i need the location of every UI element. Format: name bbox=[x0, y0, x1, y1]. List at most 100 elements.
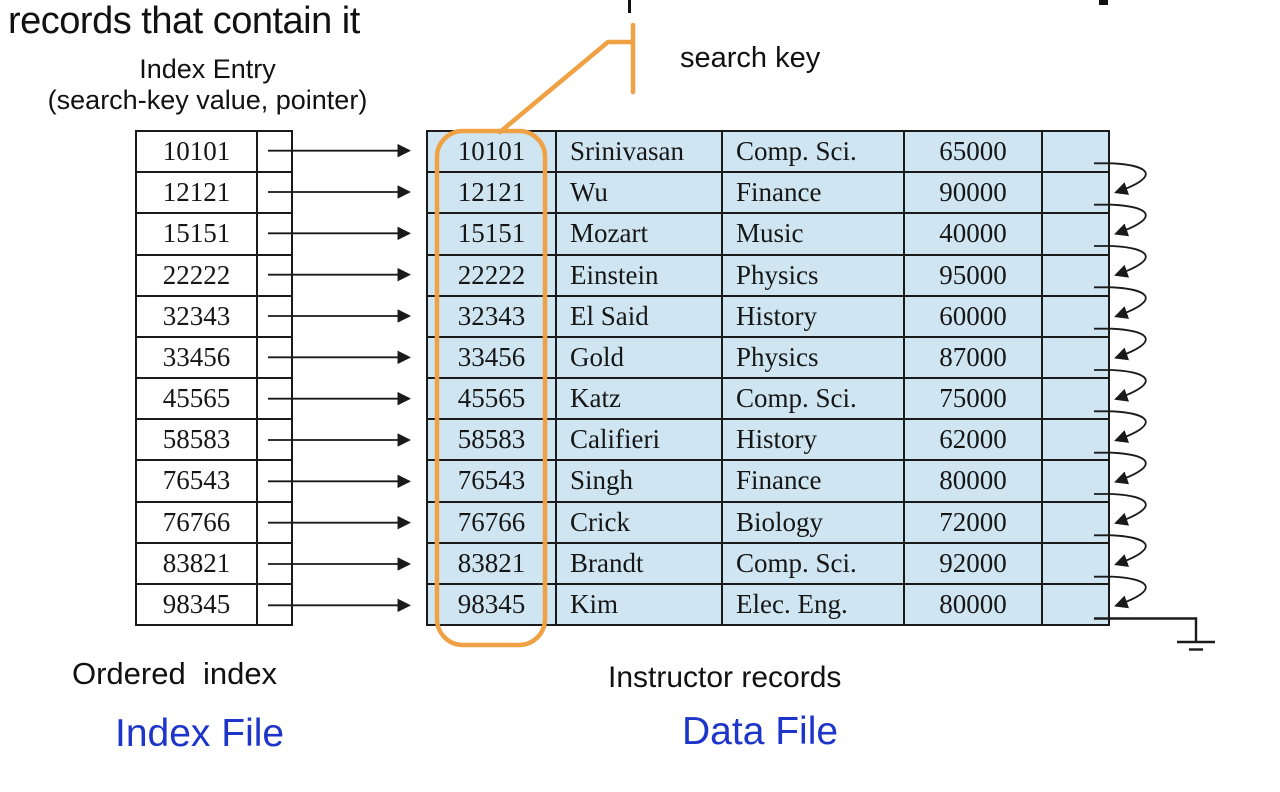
record-name-cell: Srinivasan bbox=[557, 132, 723, 172]
index-pointer-cell bbox=[258, 338, 291, 377]
index-entry-row: 10101 bbox=[137, 132, 291, 174]
record-id-cell: 98345 bbox=[428, 584, 557, 625]
record-dept-cell: Comp. Sci. bbox=[723, 379, 905, 419]
record-pointer-cell bbox=[1043, 461, 1108, 500]
index-entry-row: 12121 bbox=[137, 173, 291, 215]
record-id-cell: 12121 bbox=[428, 173, 557, 213]
record-salary-cell: 65000 bbox=[905, 132, 1043, 172]
record-dept-cell: Comp. Sci. bbox=[723, 132, 905, 172]
record-pointer-cell bbox=[1043, 214, 1108, 253]
index-pointer-cell bbox=[258, 585, 291, 624]
record-salary-cell: 80000 bbox=[905, 584, 1043, 625]
record-dept-cell: History bbox=[723, 296, 905, 336]
record-pointer-cell bbox=[1043, 503, 1108, 542]
instructor-records-caption: Instructor records bbox=[608, 661, 842, 694]
record-pointer-cell bbox=[1043, 297, 1108, 336]
index-entry-row: 83821 bbox=[137, 543, 291, 585]
index-entry-caption-line2: (search-key value, pointer) bbox=[47, 85, 368, 115]
cutoff-text-fragment bbox=[628, 0, 631, 13]
record-salary-cell: 72000 bbox=[905, 502, 1043, 542]
cutoff-text-fragment bbox=[1099, 0, 1108, 5]
index-pointer-cell bbox=[258, 503, 291, 542]
record-name-cell: Einstein bbox=[557, 255, 723, 295]
search-key-label: search key bbox=[680, 42, 821, 74]
slide-title-fragment: records that contain it bbox=[8, 0, 360, 42]
index-file-label: Index File bbox=[115, 712, 285, 755]
record-pointer-cell bbox=[1043, 256, 1108, 295]
record-id-cell: 33456 bbox=[428, 337, 557, 378]
record-pointer-cell bbox=[1043, 132, 1108, 171]
record-salary-cell: 60000 bbox=[905, 296, 1043, 336]
index-pointer-cell bbox=[258, 297, 291, 336]
index-entry-row: 22222 bbox=[137, 255, 291, 297]
ordered-index-caption: Ordered index bbox=[72, 656, 278, 691]
null-pointer-ground bbox=[1094, 617, 1215, 651]
record-salary-cell: 90000 bbox=[905, 173, 1043, 213]
index-pointer-cell bbox=[258, 256, 291, 295]
record-name-cell: Brandt bbox=[557, 543, 723, 583]
record-id-cell: 22222 bbox=[428, 255, 557, 295]
record-name-cell: Califieri bbox=[557, 420, 723, 460]
index-pointer-cell bbox=[258, 214, 291, 253]
index-entry-row: 98345 bbox=[137, 584, 291, 625]
index-entry-caption: Index Entry (search-key value, pointer) bbox=[40, 54, 375, 116]
record-id-cell: 10101 bbox=[428, 132, 557, 172]
index-entry-caption-line1: Index Entry bbox=[139, 54, 276, 84]
index-pointer-cell bbox=[258, 420, 291, 459]
index-key-cell: 76543 bbox=[137, 461, 258, 501]
index-pointer-cell bbox=[258, 544, 291, 583]
index-entry-row: 32343 bbox=[137, 296, 291, 338]
record-pointer-cell bbox=[1043, 585, 1108, 624]
record-salary-cell: 75000 bbox=[905, 379, 1043, 419]
record-dept-cell: Finance bbox=[723, 173, 905, 213]
record-id-cell: 15151 bbox=[428, 214, 557, 254]
index-key-cell: 12121 bbox=[137, 173, 258, 213]
record-salary-cell: 92000 bbox=[905, 543, 1043, 583]
record-salary-cell: 62000 bbox=[905, 420, 1043, 460]
record-dept-cell: Physics bbox=[723, 337, 905, 378]
record-id-cell: 32343 bbox=[428, 296, 557, 336]
index-key-cell: 22222 bbox=[137, 255, 258, 295]
record-name-cell: Singh bbox=[557, 461, 723, 501]
record-salary-cell: 87000 bbox=[905, 337, 1043, 378]
index-pointer-cell bbox=[258, 132, 291, 171]
record-name-cell: Wu bbox=[557, 173, 723, 213]
index-key-cell: 45565 bbox=[137, 379, 258, 419]
index-key-cell: 58583 bbox=[137, 420, 258, 460]
record-pointer-cell bbox=[1043, 379, 1108, 418]
record-name-cell: Kim bbox=[557, 584, 723, 625]
record-id-cell: 58583 bbox=[428, 420, 557, 460]
record-name-cell: Gold bbox=[557, 337, 723, 378]
index-entry-row: 76543 bbox=[137, 461, 291, 503]
record-id-cell: 76543 bbox=[428, 461, 557, 501]
index-pointer-cell bbox=[258, 461, 291, 500]
index-key-cell: 10101 bbox=[137, 132, 258, 172]
index-pointer-cell bbox=[258, 379, 291, 418]
search-key-callout-line bbox=[497, 39, 636, 135]
index-key-cell: 15151 bbox=[137, 214, 258, 254]
record-salary-cell: 40000 bbox=[905, 214, 1043, 254]
index-entry-row: 15151 bbox=[137, 214, 291, 256]
record-name-cell: Crick bbox=[557, 502, 723, 542]
record-id-cell: 76766 bbox=[428, 502, 557, 542]
record-pointer-cell bbox=[1043, 544, 1108, 583]
record-name-cell: Katz bbox=[557, 379, 723, 419]
record-name-cell: El Said bbox=[557, 296, 723, 336]
index-key-cell: 83821 bbox=[137, 543, 258, 583]
record-id-cell: 83821 bbox=[428, 543, 557, 583]
record-dept-cell: Physics bbox=[723, 255, 905, 295]
index-entry-row: 33456 bbox=[137, 337, 291, 380]
index-key-cell: 32343 bbox=[137, 296, 258, 336]
